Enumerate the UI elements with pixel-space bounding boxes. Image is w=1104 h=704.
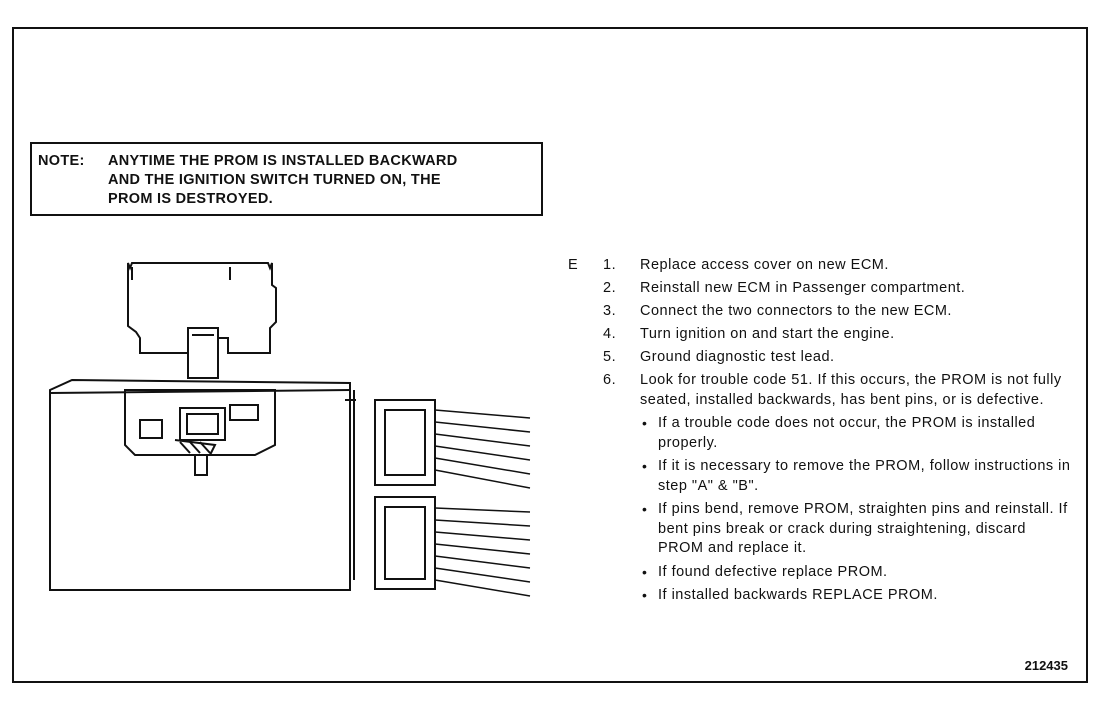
step-item: 4. Turn ignition on and start the engine… bbox=[603, 325, 1073, 345]
prom-carrier bbox=[127, 262, 277, 354]
bullet-icon: • bbox=[642, 501, 648, 517]
connector-upper bbox=[374, 399, 436, 486]
procedure: E 1. Replace access cover on new ECM. 2.… bbox=[568, 256, 1073, 610]
step-number: 3. bbox=[603, 303, 617, 319]
sub-bullet: • If it is necessary to remove the PROM, … bbox=[640, 457, 1073, 496]
note-line: AND THE IGNITION SWITCH TURNED ON, THE bbox=[108, 172, 441, 188]
step-item: 1. Replace access cover on new ECM. bbox=[603, 256, 1073, 276]
sub-bullet: • If a trouble code does not occur, the P… bbox=[640, 414, 1073, 453]
sub-bullet: • If pins bend, remove PROM, straighten p… bbox=[640, 500, 1073, 559]
note-box: NOTE: ANYTIME THE PROM IS INSTALLED BACK… bbox=[30, 142, 543, 216]
bullet-icon: • bbox=[642, 587, 648, 603]
prom-chip bbox=[187, 327, 219, 379]
note-line: PROM IS DESTROYED. bbox=[108, 191, 273, 207]
step-number: 6. bbox=[603, 372, 617, 388]
ecm-prom-illustration bbox=[49, 262, 531, 597]
bullet-text: If found defective replace PROM. bbox=[658, 563, 888, 580]
note-line: ANYTIME THE PROM IS INSTALLED BACKWARD bbox=[108, 153, 458, 169]
bullet-text: If it is necessary to remove the PROM, f… bbox=[658, 458, 1071, 494]
sub-bullet-list: • If a trouble code does not occur, the P… bbox=[640, 414, 1073, 606]
bullet-icon: • bbox=[642, 563, 648, 580]
step-number: 1. bbox=[603, 257, 617, 273]
step-text: Look for trouble code 51. If this occurs… bbox=[640, 372, 1062, 408]
step-number: 4. bbox=[603, 326, 617, 342]
note-label: NOTE: bbox=[38, 153, 85, 169]
step-item: 6. Look for trouble code 51. If this occ… bbox=[603, 371, 1073, 606]
step-item: 2. Reinstall new ECM in Passenger compar… bbox=[603, 279, 1073, 299]
step-text: Turn ignition on and start the engine. bbox=[640, 326, 895, 342]
step-text: Ground diagnostic test lead. bbox=[640, 349, 835, 365]
access-opening bbox=[124, 389, 276, 456]
step-item: 3. Connect the two connectors to the new… bbox=[603, 302, 1073, 322]
step-number: 2. bbox=[603, 280, 617, 296]
step-text: Connect the two connectors to the new EC… bbox=[640, 303, 952, 319]
connector-lower bbox=[374, 496, 436, 590]
step-text: Reinstall new ECM in Passenger compartme… bbox=[640, 280, 966, 296]
chip-small bbox=[229, 404, 259, 421]
bullet-icon: • bbox=[642, 415, 648, 431]
ecm-body bbox=[49, 378, 351, 591]
step-number: 5. bbox=[603, 349, 617, 365]
note-text: ANYTIME THE PROM IS INSTALLED BACKWARD A… bbox=[108, 152, 538, 209]
figure-number: 212435 bbox=[1024, 658, 1068, 673]
sub-bullet: • If found defective replace PROM. bbox=[640, 563, 1073, 583]
bullet-text: If a trouble code does not occur, the PR… bbox=[658, 415, 1036, 451]
bullet-text: If installed backwards REPLACE PROM. bbox=[658, 587, 938, 603]
section-letter: E bbox=[568, 257, 579, 273]
prom-socket bbox=[179, 407, 226, 441]
bullet-icon: • bbox=[642, 458, 648, 474]
bullet-text: If pins bend, remove PROM, straighten pi… bbox=[658, 501, 1068, 556]
step-item: 5. Ground diagnostic test lead. bbox=[603, 348, 1073, 368]
step-text: Replace access cover on new ECM. bbox=[640, 257, 889, 273]
page-frame bbox=[12, 27, 1088, 683]
sub-bullet: • If installed backwards REPLACE PROM. bbox=[640, 586, 1073, 606]
